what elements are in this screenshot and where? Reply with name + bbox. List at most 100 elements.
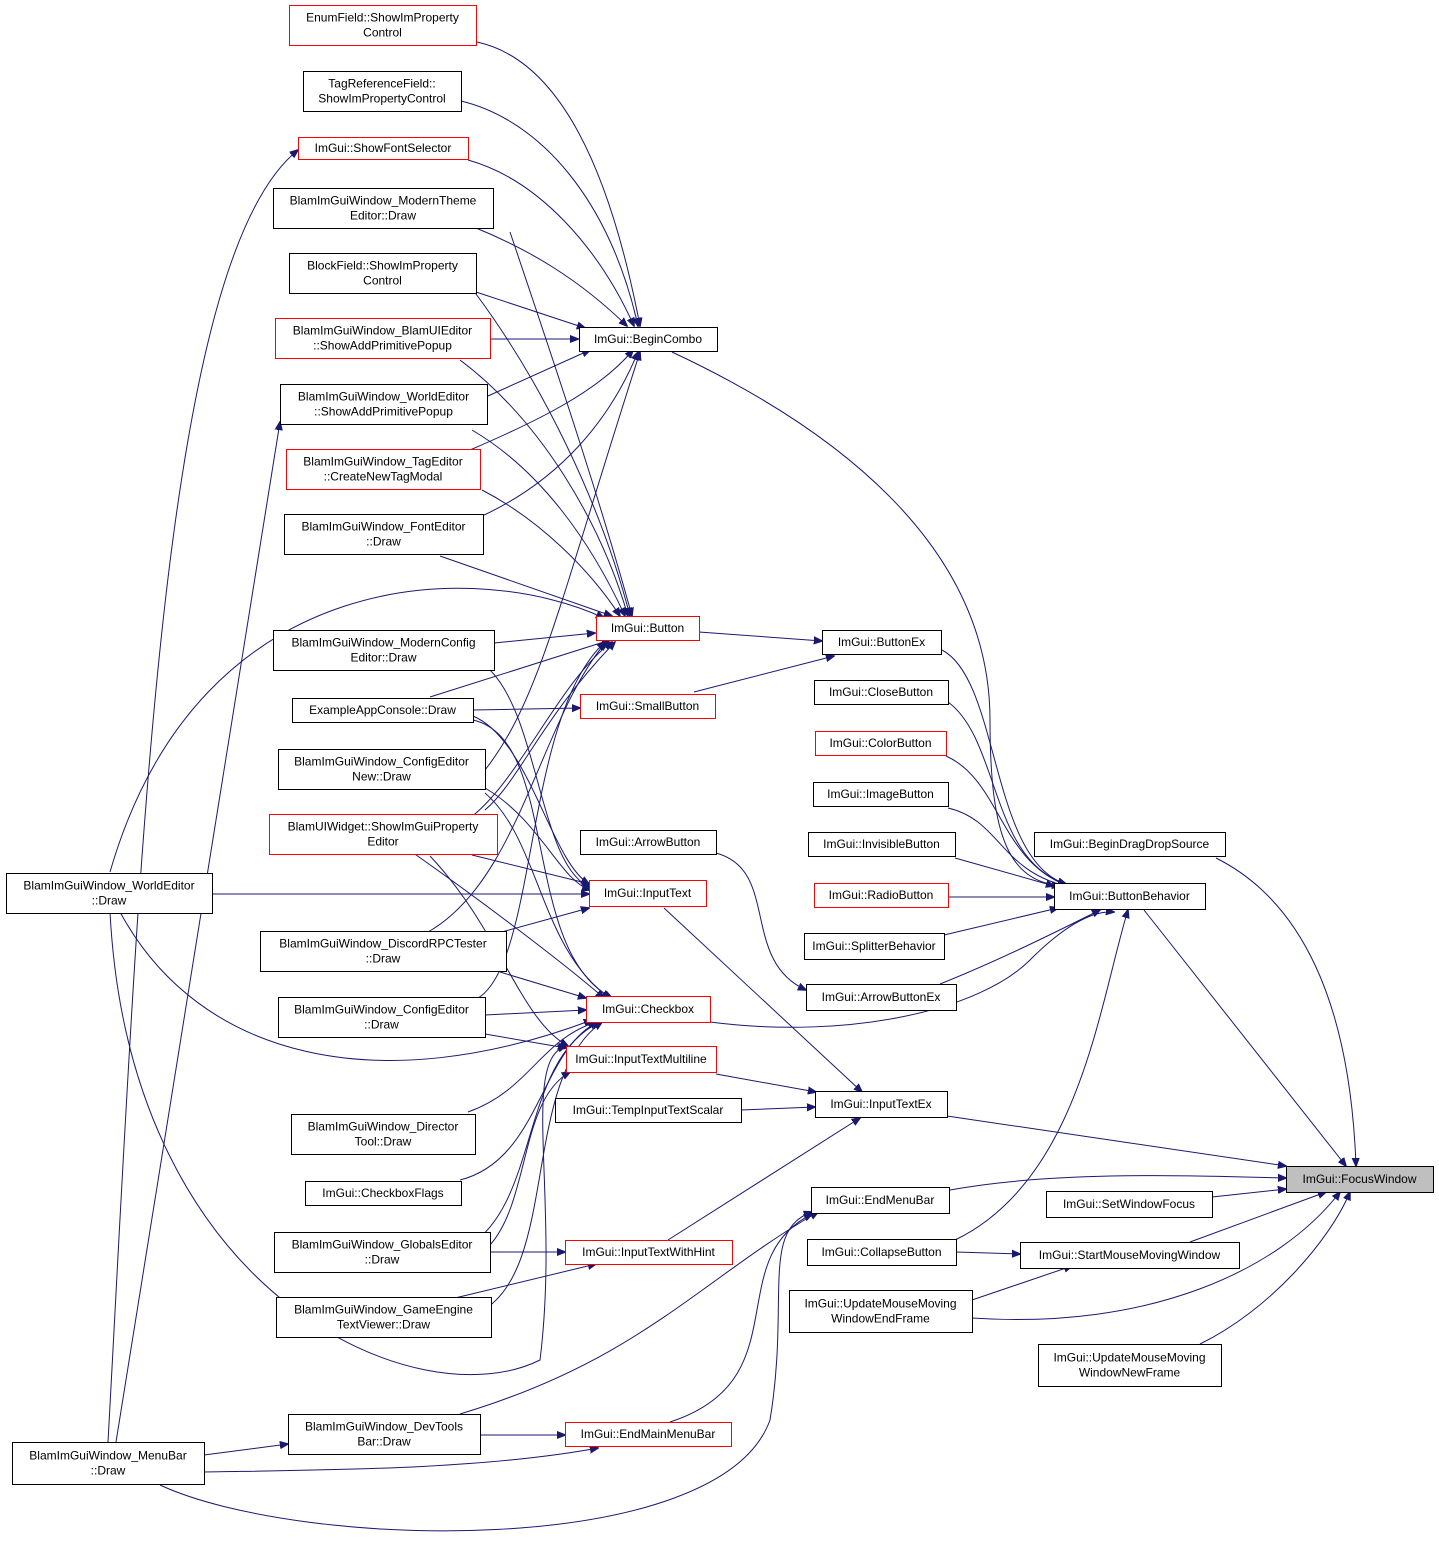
- node-imgui-checkbox[interactable]: ImGui::Checkbox: [586, 996, 711, 1023]
- edge-tempinput-inputtextex: [740, 1107, 815, 1110]
- node-box: [274, 1232, 491, 1273]
- edge-updatenew-focus: [1199, 1192, 1350, 1345]
- node-label: BlamImGuiWindow_ConfigEditor: [294, 755, 469, 769]
- node-box: [269, 814, 498, 855]
- node-box: [806, 984, 957, 1011]
- node-imgui-tempinputtextscalar[interactable]: ImGui::TempInputTextScalar: [555, 1098, 742, 1123]
- edge-worldeditordraw-checkbox: [119, 911, 592, 1061]
- node-imgui-begincombo[interactable]: ImGui::BeginCombo: [579, 327, 718, 352]
- node-imgui-closebutton[interactable]: ImGui::CloseButton: [814, 680, 949, 705]
- node-blamimguiwindow-fonteditor-draw[interactable]: BlamImGuiWindow_FontEditor::Draw: [284, 514, 484, 555]
- node-blamimguiwindow-tageditor-createnewtagmodal[interactable]: BlamImGuiWindow_TagEditor::CreateNewTagM…: [286, 449, 481, 490]
- node-imgui-inputtextmultiline[interactable]: ImGui::InputTextMultiline: [566, 1046, 717, 1073]
- edge-dragdrop-focus: [1215, 857, 1356, 1166]
- node-imgui-splitterbehavior[interactable]: ImGui::SplitterBehavior: [804, 933, 945, 960]
- node-imgui-startmousemovingwindow[interactable]: ImGui::StartMouseMovingWindow: [1020, 1242, 1240, 1269]
- node-label: WindowNewFrame: [1079, 1366, 1181, 1380]
- node-imgui-inputtextwithhint[interactable]: ImGui::InputTextWithHint: [565, 1240, 733, 1265]
- node-label: ImGui::EndMainMenuBar: [581, 1427, 716, 1441]
- node-label: TextViewer::Draw: [337, 1318, 430, 1332]
- node-blamimguiwindow-blamuieditor-showaddprimitivepopup[interactable]: BlamImGuiWindow_BlamUIEditor::ShowAddPri…: [275, 318, 491, 359]
- edge-globals-multiline: [489, 1072, 570, 1246]
- node-blamimguiwindow-globalseditor-draw[interactable]: BlamImGuiWindow_GlobalsEditor::Draw: [274, 1232, 491, 1273]
- node-imgui-imagebutton[interactable]: ImGui::ImageButton: [813, 782, 949, 807]
- node-label: ExampleAppConsole::Draw: [309, 703, 456, 717]
- node-imgui-checkboxflags[interactable]: ImGui::CheckboxFlags: [305, 1181, 462, 1206]
- node-label: ::Draw: [92, 894, 127, 908]
- node-label: ImGui::ArrowButtonEx: [822, 990, 941, 1004]
- edge-updateend-startmoving: [971, 1266, 1072, 1301]
- node-blamimguiwindow-configeditor-draw[interactable]: BlamImGuiWindow_ConfigEditor::Draw: [278, 997, 486, 1038]
- node-imgui-endmenubar[interactable]: ImGui::EndMenuBar: [811, 1187, 950, 1214]
- node-imgui-colorbutton[interactable]: ImGui::ColorButton: [815, 731, 947, 756]
- node-blockfield-showimproperty-control[interactable]: BlockField::ShowImPropertyControl: [289, 253, 477, 294]
- edge-tageditor-begincombo: [469, 350, 633, 451]
- node-imgui-button[interactable]: ImGui::Button: [596, 616, 700, 641]
- node-blamimguiwindow-worldeditor-draw[interactable]: BlamImGuiWindow_WorldEditor::Draw: [6, 873, 213, 914]
- node-imgui-radiobutton[interactable]: ImGui::RadioButton: [814, 883, 949, 908]
- edge-console-inputtext: [472, 715, 589, 884]
- node-imgui-arrowbuttonex[interactable]: ImGui::ArrowButtonEx: [806, 984, 957, 1011]
- node-label: ImGui::CloseButton: [829, 685, 933, 699]
- node-imgui-buttonex[interactable]: ImGui::ButtonEx: [822, 630, 942, 655]
- edge-endmainmenubar-endmenubar: [669, 1214, 812, 1423]
- node-tagreferencefield-showimpropertycontrol[interactable]: TagReferenceField::ShowImPropertyControl: [303, 71, 462, 112]
- edge-moderntheme-begincombo: [475, 227, 627, 326]
- node-imgui-arrowbutton[interactable]: ImGui::ArrowButton: [580, 830, 717, 855]
- node-label: ImGui::BeginDragDropSource: [1050, 837, 1210, 851]
- edge-configeditornew-inputtext: [484, 787, 590, 890]
- node-box: [291, 1114, 476, 1155]
- node-label: ImGui::CheckboxFlags: [322, 1186, 443, 1200]
- edge-startmoving-focus: [1189, 1192, 1326, 1243]
- node-imgui-endmainmenubar[interactable]: ImGui::EndMainMenuBar: [565, 1422, 732, 1447]
- node-imgui-buttonbehavior[interactable]: ImGui::ButtonBehavior: [1054, 883, 1206, 910]
- edge-button-buttonex: [698, 631, 822, 641]
- node-label: ImGui::UpdateMouseMoving: [804, 1297, 956, 1311]
- node-blamimguiwindow-discordrpctester-draw[interactable]: BlamImGuiWindow_DiscordRPCTester::Draw: [260, 931, 507, 972]
- node-enumfield-showimproperty-control[interactable]: EnumField::ShowImPropertyControl: [289, 5, 477, 46]
- node-imgui-begindragdropsource[interactable]: ImGui::BeginDragDropSource: [1034, 832, 1226, 857]
- node-label: BlamImGuiWindow_WorldEditor: [23, 879, 194, 893]
- edge-inputtext-inputtextex: [663, 907, 862, 1092]
- node-label: ImGui::SmallButton: [596, 699, 699, 713]
- node-blamimguiwindow-gameengine-textviewer-draw[interactable]: BlamImGuiWindow_GameEngineTextViewer::Dr…: [276, 1297, 492, 1338]
- node-label: BlamImGuiWindow_BlamUIEditor: [293, 324, 472, 338]
- edge-discord-button: [427, 642, 606, 933]
- node-label: ImGui::InvisibleButton: [823, 837, 940, 851]
- edge-splitter-buttonbehavior: [943, 908, 1058, 936]
- edge-colorbutton-buttonbehavior: [945, 755, 1066, 885]
- node-label: ImGui::StartMouseMovingWindow: [1039, 1248, 1221, 1262]
- edge-showimguiprop-checkbox: [411, 851, 604, 998]
- edge-worldeditordraw-multiline: [109, 911, 566, 1376]
- node-blamimguiwindow-worldeditor-showaddprimitivepopup[interactable]: BlamImGuiWindow_WorldEditor::ShowAddPrim…: [280, 384, 488, 425]
- node-blamimguiwindow-menubar-draw[interactable]: BlamImGuiWindow_MenuBar::Draw: [12, 1442, 205, 1485]
- node-box: [260, 931, 507, 972]
- node-box: [1038, 1344, 1222, 1387]
- node-label: BlamImGuiWindow_TagEditor: [303, 455, 462, 469]
- node-label: BlamImGuiWindow_DevTools: [305, 1420, 463, 1434]
- node-box: [275, 318, 491, 359]
- edge-blockfield-button: [475, 293, 630, 616]
- node-box: [815, 731, 947, 756]
- node-imgui-setwindowfocus[interactable]: ImGui::SetWindowFocus: [1046, 1191, 1213, 1218]
- node-imgui-invisiblebutton[interactable]: ImGui::InvisibleButton: [808, 832, 956, 857]
- node-exampleappconsole-draw[interactable]: ExampleAppConsole::Draw: [292, 698, 474, 723]
- node-imgui-showfontselector[interactable]: ImGui::ShowFontSelector: [298, 137, 469, 160]
- edge-menubar-worldeditorpopup: [115, 422, 280, 1443]
- edge-collapse-startmoving: [955, 1252, 1020, 1254]
- node-imgui-inputtext[interactable]: ImGui::InputText: [589, 880, 707, 907]
- node-imgui-inputtextex[interactable]: ImGui::InputTextEx: [815, 1091, 948, 1118]
- node-label: Control: [363, 274, 402, 288]
- node-imgui-collapsebutton[interactable]: ImGui::CollapseButton: [807, 1239, 957, 1266]
- node-box: [273, 630, 495, 671]
- node-imgui-smallbutton[interactable]: ImGui::SmallButton: [580, 694, 716, 719]
- node-imgui-focuswindow[interactable]: ImGui::FocusWindow: [1286, 1166, 1434, 1193]
